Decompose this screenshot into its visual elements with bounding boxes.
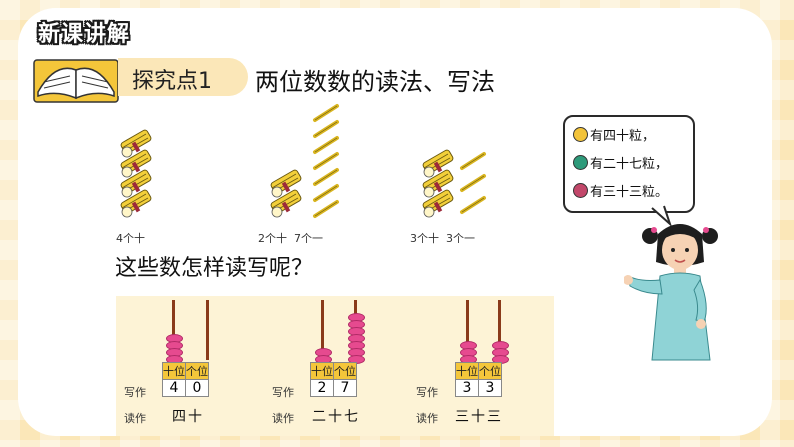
bundle-caption-2: 2个十 7个一 <box>258 232 323 245</box>
write-label: 写作 <box>124 386 146 399</box>
tens-header: 十位 <box>455 362 479 380</box>
book-icon <box>33 59 119 103</box>
speech-line-2: 有二十七粒， <box>573 153 668 172</box>
tens-rod <box>172 300 175 360</box>
tens-rod <box>321 300 324 360</box>
read-value: 三十三 <box>455 409 503 425</box>
read-value: 四十 <box>172 409 204 425</box>
tens-value: 2 <box>310 379 334 397</box>
bead <box>348 355 365 364</box>
topic-title: 两位数数的读法、写法 <box>255 68 495 96</box>
stick-bundles-illustration <box>119 104 486 218</box>
ones-header: 个位 <box>333 362 357 380</box>
tens-header: 十位 <box>162 362 186 380</box>
tens-header: 十位 <box>310 362 334 380</box>
topic-tag-label: 探究点1 <box>132 69 212 94</box>
ones-header: 个位 <box>478 362 502 380</box>
ones-rod <box>498 300 501 360</box>
read-label: 读作 <box>124 412 146 425</box>
ones-value: 0 <box>185 379 209 397</box>
flower-icon <box>573 155 588 170</box>
write-label: 写作 <box>416 386 438 399</box>
speech-bubble: 有四十粒， 有二十七粒， 有三十三粒。 <box>563 115 695 213</box>
section-title: 新课讲解 <box>38 22 131 47</box>
flower-icon <box>573 127 588 142</box>
girl-illustration <box>624 224 718 361</box>
ones-header: 个位 <box>185 362 209 380</box>
read-value: 二十七 <box>312 409 360 425</box>
write-label: 写作 <box>272 386 294 399</box>
bundle-caption-3: 3个十 3个一 <box>410 232 475 245</box>
speech-bubble-tail <box>651 205 673 228</box>
ones-value: 3 <box>478 379 502 397</box>
read-label: 读作 <box>416 412 438 425</box>
speech-line-3: 有三十三粒。 <box>573 181 668 200</box>
tens-value: 3 <box>455 379 479 397</box>
tens-rod <box>466 300 469 360</box>
question-text: 这些数怎样读写呢？ <box>115 256 314 281</box>
topic-tag: 探究点1 <box>118 58 248 96</box>
read-label: 读作 <box>272 412 294 425</box>
ones-value: 7 <box>333 379 357 397</box>
flower-icon <box>573 183 588 198</box>
tens-value: 4 <box>162 379 186 397</box>
bundle-caption-1: 4个十 <box>116 232 145 245</box>
speech-line-1: 有四十粒， <box>573 125 655 144</box>
ones-rod <box>206 300 209 360</box>
